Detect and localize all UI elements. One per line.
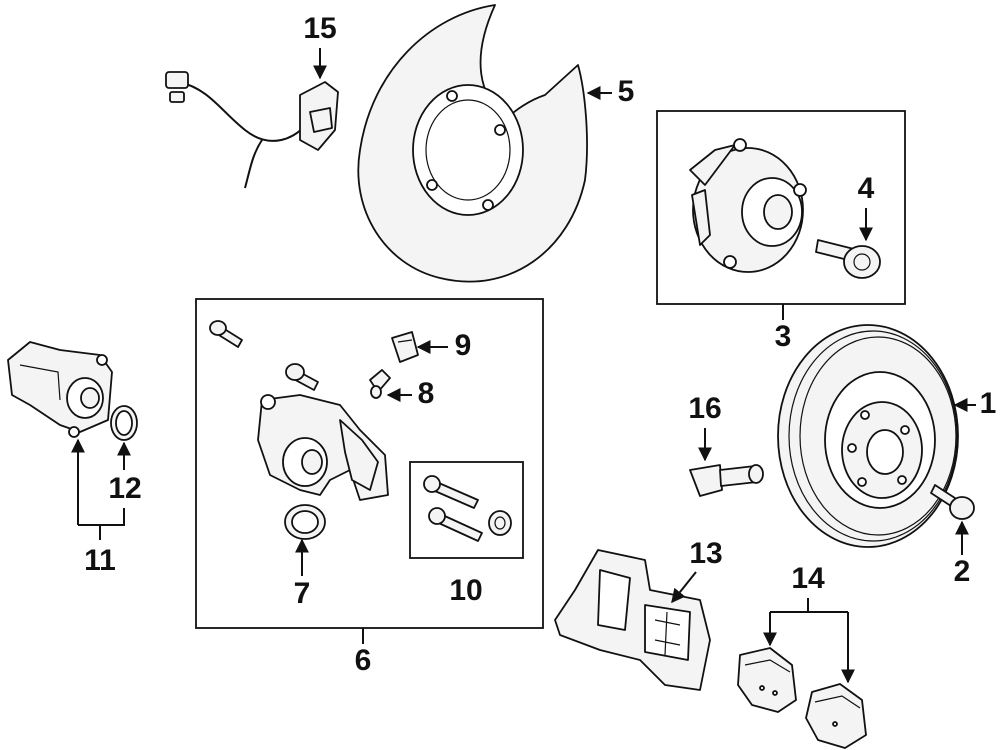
dust-shield-part xyxy=(357,4,588,283)
abs-sensor-part xyxy=(165,71,339,189)
callout-7: 7 xyxy=(294,577,311,610)
callout-8: 8 xyxy=(418,377,435,410)
callout-2: 2 xyxy=(954,555,971,588)
brake-rotor-part xyxy=(777,324,959,548)
guide-pin-kit-box xyxy=(409,461,524,559)
brake-pad-left-part xyxy=(737,647,797,713)
wheel-hub-part xyxy=(689,138,807,273)
hose-fitting-part xyxy=(689,464,764,497)
hub-bolt-part xyxy=(815,239,881,279)
hub-assembly-box xyxy=(656,110,906,305)
rotor-screw-part xyxy=(930,484,975,520)
guide-pin-lower-part xyxy=(428,507,483,542)
caliper-seal-part xyxy=(284,504,326,540)
callout-10: 10 xyxy=(449,574,482,607)
callout-4: 4 xyxy=(858,172,875,205)
leader-11-right xyxy=(78,508,125,526)
callout-15: 15 xyxy=(303,12,336,45)
callout-9: 9 xyxy=(455,329,472,362)
callout-12: 12 xyxy=(108,472,141,505)
callout-11: 11 xyxy=(84,544,116,577)
callout-16: 16 xyxy=(688,392,721,425)
callout-5: 5 xyxy=(618,75,635,108)
caliper-part xyxy=(257,394,389,501)
guide-pin-boot-part xyxy=(488,510,512,536)
caliper-bracket-part xyxy=(554,549,711,691)
clip-part xyxy=(391,331,419,363)
leader-13 xyxy=(671,571,697,604)
brake-pad-right-part xyxy=(805,683,867,749)
callout-13: 13 xyxy=(689,537,722,570)
motor-seal-part xyxy=(110,405,138,441)
callout-1: 1 xyxy=(980,387,997,420)
bleeder-cap-part xyxy=(369,369,391,399)
brake-motor-part xyxy=(7,341,113,438)
guide-pin-upper-part xyxy=(423,475,479,509)
callout-6: 6 xyxy=(355,644,372,677)
caliper-bolt-upper-part xyxy=(209,320,243,348)
caliper-bolt-middle-part xyxy=(285,363,319,391)
callout-3: 3 xyxy=(775,320,792,353)
caliper-assembly-box xyxy=(195,298,544,629)
callout-14: 14 xyxy=(791,562,825,595)
